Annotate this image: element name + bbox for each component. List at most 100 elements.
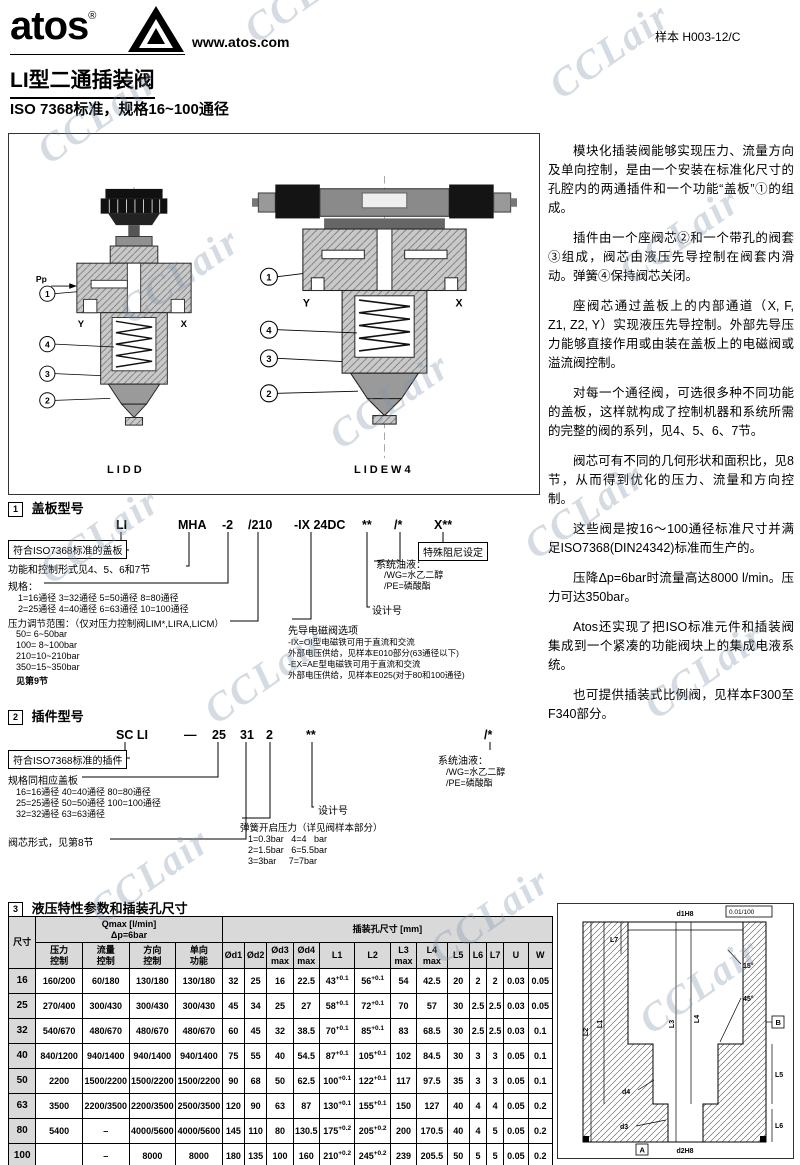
table-cell: 130/180 bbox=[128, 968, 177, 994]
table-cell: 105+0.1 bbox=[354, 1043, 391, 1069]
table-cell: 940/1400 bbox=[175, 1043, 223, 1069]
section-1-header: 1 盖板型号 bbox=[8, 498, 84, 517]
table-cell: 300/430 bbox=[128, 993, 177, 1019]
table-cell: 32 bbox=[7, 1018, 37, 1044]
table-cell: 40 bbox=[266, 1043, 294, 1069]
table-cell: 0.05 bbox=[503, 1068, 529, 1094]
table-cell: 0.1 bbox=[527, 1068, 554, 1094]
table-cell: 90 bbox=[244, 1093, 268, 1119]
code-part: /210 bbox=[248, 518, 273, 532]
label-function: 功能和控制形式见4、5、6和7节 bbox=[8, 565, 151, 576]
code-part: ** bbox=[362, 518, 372, 532]
callout-2: 2 bbox=[45, 396, 50, 406]
port-x-label: X bbox=[456, 297, 463, 309]
spring bbox=[358, 299, 411, 352]
intro-paragraph: 插件由一个座阀芯②和一个带孔的阀套③组成，阀芯由液压先导控制在阀套内滑动。弹簧④… bbox=[548, 231, 794, 283]
poppet bbox=[107, 383, 161, 426]
label-tolerance: 0.01/100 bbox=[729, 909, 755, 916]
table-cell: 72+0.1 bbox=[354, 993, 391, 1019]
table-cell: 170.5 bbox=[416, 1118, 448, 1144]
col-header: L4 max bbox=[416, 942, 448, 969]
label-L2: L2 bbox=[583, 1028, 590, 1036]
table-cell: 940/1400 bbox=[81, 1043, 130, 1069]
poppet bbox=[349, 372, 420, 425]
cavity-drawing: d1H8 d2H8 d3 d4 L1 L2 L3 L4 L5 L6 L7 15°… bbox=[582, 905, 785, 1156]
table-cell: 4 bbox=[468, 1118, 488, 1144]
table-cell: 50 bbox=[7, 1068, 37, 1094]
table-cell: 80 bbox=[7, 1118, 37, 1144]
table-cell: 30 bbox=[446, 1043, 470, 1069]
label-datum-a: A bbox=[640, 1146, 646, 1155]
table-cell: 540/670 bbox=[35, 1018, 83, 1044]
label-size-line: 32=32通径 63=63通径 bbox=[16, 809, 106, 819]
table-cell: 135 bbox=[244, 1143, 268, 1165]
table-cell: 8000 bbox=[175, 1143, 223, 1165]
table-cell: – bbox=[81, 1143, 130, 1165]
table-cell: 4000/5600 bbox=[128, 1118, 177, 1144]
table-cell: 160/200 bbox=[35, 968, 83, 994]
table-cell: 0.2 bbox=[527, 1093, 554, 1119]
label-d2: d2H8 bbox=[676, 1148, 693, 1155]
label-pressure-line: 50= 6~50bar bbox=[16, 629, 68, 639]
col-header: 压力 控制 bbox=[35, 942, 83, 969]
col-group-qmax: Qmax [l/min] Δp=6bar bbox=[35, 916, 223, 943]
code-part: MHA bbox=[178, 518, 207, 532]
table-cell: 0.05 bbox=[527, 968, 554, 994]
callout-3: 3 bbox=[45, 369, 50, 379]
section-2-number: 2 bbox=[8, 710, 23, 725]
table-cell: 127 bbox=[416, 1093, 448, 1119]
dimension-lines bbox=[590, 922, 773, 1142]
label-L6: L6 bbox=[775, 1123, 783, 1130]
table-cell: 100+0.1 bbox=[318, 1068, 356, 1094]
table-cell: 16 bbox=[7, 968, 37, 994]
website-text: www.atos.com bbox=[192, 34, 290, 50]
table-cell: 68 bbox=[244, 1068, 268, 1094]
atos-triangle-logo-icon bbox=[128, 6, 184, 57]
table-cell: 25 bbox=[7, 993, 37, 1019]
page-title: LI型二通插装阀 bbox=[10, 64, 155, 99]
col-group-cavity: 插装孔尺寸 [mm] bbox=[221, 916, 554, 943]
section-2-header: 2 插件型号 bbox=[8, 706, 84, 725]
table-cell: 840/1200 bbox=[35, 1043, 83, 1069]
table-cell: 100 bbox=[7, 1143, 37, 1165]
table-cell: 40 bbox=[446, 1118, 470, 1144]
watermark-text: CCLair bbox=[540, 0, 679, 108]
table-cell: 130/180 bbox=[175, 968, 223, 994]
label-design-number: 设计号 bbox=[318, 806, 348, 817]
table-cell: 3 bbox=[486, 1043, 505, 1069]
label-spring-line: 2=1.5bar 6=5.5bar bbox=[248, 845, 328, 855]
col-header: 方向 控制 bbox=[128, 942, 177, 969]
label-solenoid-line: 外部电压供给，见样本E025(对于80和100通径) bbox=[288, 670, 465, 680]
label-damping: 特殊阻尼设定 bbox=[418, 542, 488, 561]
section-specs: 3 液压特性参数和插装孔尺寸 尺寸 Qmax [l/min] Δp=6bar 插… bbox=[7, 898, 554, 1165]
cover-plate bbox=[302, 228, 467, 292]
tolerance-frame: 0.01/100 bbox=[725, 905, 773, 918]
section-1-title: 盖板型号 bbox=[31, 501, 84, 516]
pilot-solenoid-valve bbox=[252, 184, 517, 230]
intro-paragraph: Atos还实现了把ISO标准元件和插装阀集成到一个紧凑的功能阀块上的集成电液系统… bbox=[548, 620, 794, 672]
table-cell: 130+0.1 bbox=[318, 1093, 356, 1119]
table-cell: 205.5 bbox=[416, 1143, 448, 1165]
table-cell: 20 bbox=[446, 968, 470, 994]
callout-4: 4 bbox=[266, 325, 272, 336]
callout-2: 2 bbox=[266, 389, 271, 400]
port-y-label: Y bbox=[303, 297, 310, 309]
table-cell: 0.1 bbox=[527, 1043, 554, 1069]
cavity-block-section bbox=[582, 921, 767, 1143]
label-design-number: 设计号 bbox=[372, 606, 402, 617]
intro-column: 模块化插装阀能够实现压力、流量方向及单向控制，是由一个安装在标准化尺寸的孔腔内的… bbox=[548, 142, 794, 735]
section-cover-model: 1 盖板型号 LI MHA -2 /210 -IX 24DC ** /* X**… bbox=[8, 498, 548, 696]
callouts-right-valve: 1 4 3 2 bbox=[259, 267, 359, 403]
code-part: /* bbox=[484, 728, 493, 742]
label-pressure-range-title: 压力调节范围：（仅对压力控制阀LIM*,LIRA,LICM） bbox=[8, 619, 224, 630]
table-cell: 85+0.1 bbox=[354, 1018, 391, 1044]
table-cell: 84.5 bbox=[416, 1043, 448, 1069]
callout-1: 1 bbox=[266, 272, 272, 283]
label-size-line: 25=25通径 50=50通径 100=100通径 bbox=[16, 798, 161, 808]
col-header: Ød3 max bbox=[266, 942, 294, 969]
code-part: 25 bbox=[212, 728, 226, 742]
table-cell bbox=[35, 1143, 83, 1165]
table-cell: 30 bbox=[446, 993, 470, 1019]
